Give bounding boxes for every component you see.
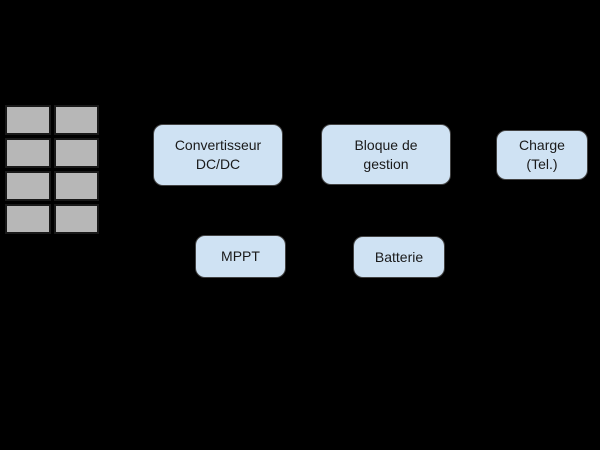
node-convertisseur-dcdc: Convertisseur DC/DC	[153, 124, 283, 186]
solar-cell	[53, 105, 99, 135]
node-bloque-de-gestion: Bloque de gestion	[321, 124, 451, 185]
solar-cell	[5, 204, 51, 234]
solar-cell	[5, 171, 51, 201]
node-bloque-de-gestion-label: Bloque de gestion	[354, 136, 418, 172]
solar-cell	[53, 171, 99, 201]
node-charge-tel-label: Charge (Tel.)	[519, 137, 565, 172]
node-charge-tel: Charge (Tel.)	[496, 130, 588, 180]
node-batterie-label: Batterie	[374, 248, 424, 265]
solar-cell	[53, 138, 99, 168]
node-mppt-label: MPPT	[221, 248, 260, 265]
node-mppt: MPPT	[195, 235, 286, 278]
solar-cell	[53, 204, 99, 234]
node-convertisseur-dcdc-label: Convertisseur DC/DC	[174, 137, 262, 172]
solar-panel-graphic	[5, 105, 99, 234]
node-batterie: Batterie	[353, 236, 445, 278]
solar-cell	[5, 105, 51, 135]
solar-cell	[5, 138, 51, 168]
